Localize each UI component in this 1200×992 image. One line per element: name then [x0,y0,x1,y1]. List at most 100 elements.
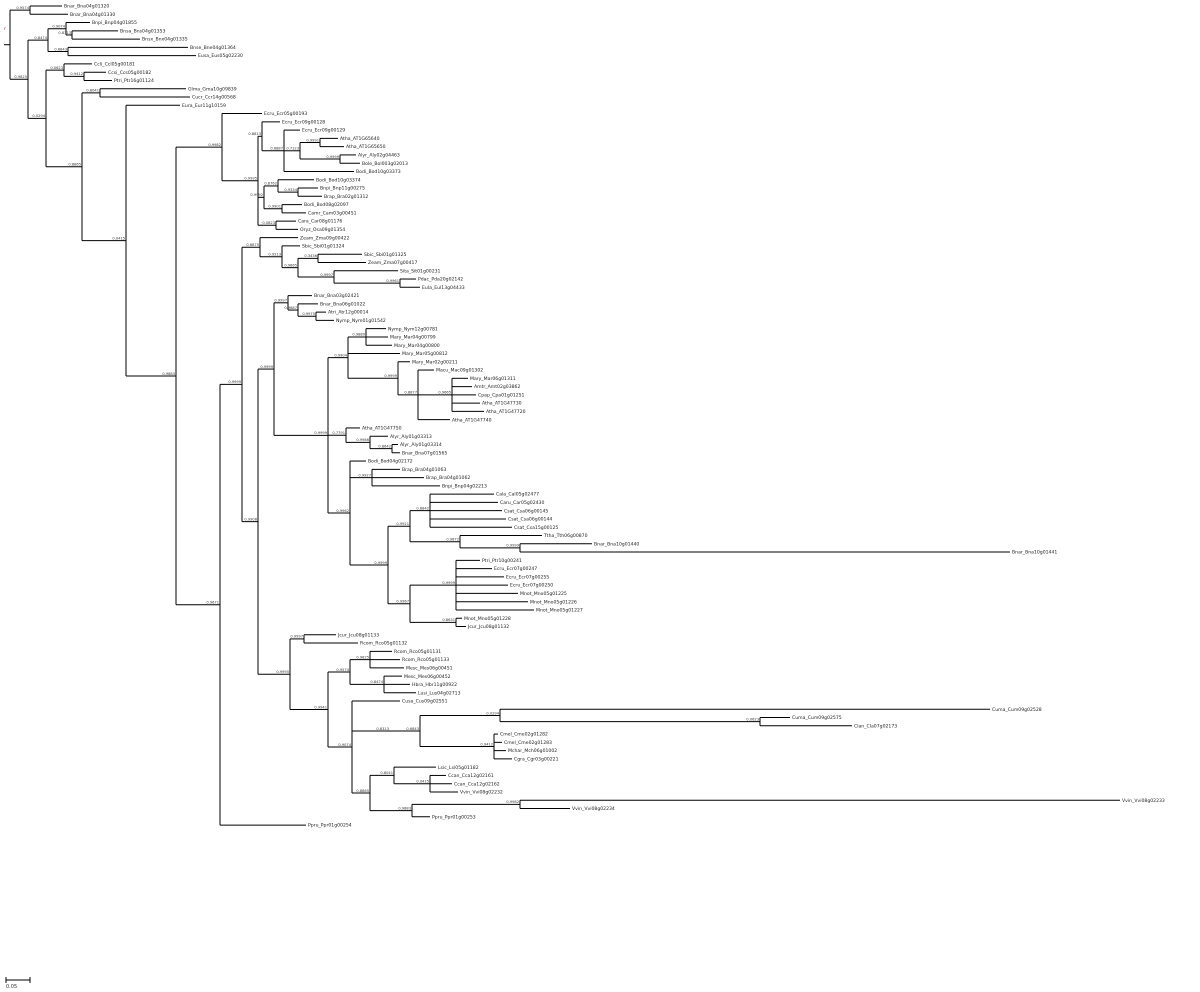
support-value: 0.9412 [70,72,83,76]
support-value: 0.9962 [336,509,349,513]
support-value: 0.9412 [480,742,493,746]
support-value: 0.8842 [416,506,429,510]
support-value: 0.9825 [14,75,27,79]
leaf-label: Bole_Bol003g02013 [362,161,408,167]
leaf-label: Nymp_Nym12g00781 [388,326,438,332]
support-value: 0.9901 [268,205,281,209]
support-value: 0.9883 [162,372,175,376]
leaf-label: Bnar_Bna06g01022 [320,301,365,307]
leaf-label: Ecru_Ecr09g00128 [282,119,325,125]
support-value: 0.9997 [274,299,287,303]
leaf-label: Bodi_Bod10g03373 [356,169,401,175]
support-value: 0.9995 [244,177,257,181]
leaf-label: Hbra_Hbr11g00922 [412,682,457,688]
leaf-label: Eula_Eul13g04433 [422,285,465,291]
leaf-label: Vvin_Vvi08g02232 [460,790,503,796]
support-value: 0.9986 [356,438,369,442]
support-value: 0.9982 [506,800,519,804]
leaf-label: Mary_Mar04g00799 [390,335,436,341]
leaf-label: Atha_AT1G65640 [340,136,380,142]
support-value: 0.9213 [268,253,281,257]
leaf-label: Bodi_Bod10g03374 [316,177,361,183]
leaf-label: Bodi_Bod08g02097 [304,202,349,208]
support-value: 0.9961 [386,279,399,283]
support-value: 0.9992 [250,193,263,197]
support-value: 0.9995 [276,670,289,674]
support-value: 0.8041 [380,771,393,775]
leaf-label: Cucr_Ccr14g00568 [192,95,236,101]
support-value: 0.0415 [416,780,429,784]
leaf-label: Ccan_Cca12g02162 [454,781,500,787]
support-value: 0.7123 [286,147,299,151]
support-value: 0.9574 [336,668,349,672]
support-value: 0.8474 [34,36,47,40]
leaf-label: Ppru_Ppr01g00253 [432,814,476,820]
leaf-label: Atha_AT1G65650 [346,144,386,150]
support-value: 0.9999 [260,365,273,369]
leaf-label: Ecru_Ecr09g00129 [302,128,345,134]
support-value: 0.9999 [314,431,327,435]
leaf-label: Ccli_Ccl05g00181 [94,62,135,68]
leaf-label: Mnot_Mno05g01228 [464,616,511,622]
leaf-label: Bnar_Bna04g01320 [64,4,109,10]
leaf-label: Sbic_Sbi01g01325 [364,252,406,258]
support-value: 0.9908 [244,517,257,521]
scale-bar: 0.05 [5,977,31,990]
leaf-label: Amtr_Amt02g03862 [474,384,520,390]
support-value: 0.8041 [86,89,99,93]
leaf-label: Bnse_Bne04g01364 [190,45,236,51]
leaf-label: Mary_Mar06g01311 [470,376,516,382]
support-value: 0.9921 [396,522,409,526]
support-value: 0.9999 [374,561,387,565]
leaf-label: Camr_Cam03g00451 [308,210,357,216]
leaf-label: Caru_Car05g02430 [500,500,544,506]
leaf-label: Pdac_Pda20g02142 [418,277,463,283]
leaf-label: Atha_AT1G47740 [452,417,492,423]
leaf-label: Ppru_Ppr01g00254 [308,823,352,829]
leaf-label: Lsic_Lsi05g01182 [438,765,479,771]
leaf-label: Bnsa_Bns04g01353 [120,28,165,34]
leaf-label: Mary_Mar04g00800 [394,343,440,349]
leaf-label: Bnsx_Bnx04g01335 [142,37,188,43]
support-value: 0.8642 [378,444,391,448]
support-value: 0.9904 [334,353,347,357]
leaf-label: Brap_Bra04g01063 [402,467,446,473]
leaf-label: Eura_Eur11g10159 [182,103,226,109]
leaf-label: Rcom_Rco05g01131 [394,649,441,655]
leaf-label: Mnot_Mno05g01227 [536,608,583,614]
leaf-label: Bnar_Bna04g01330 [70,12,115,18]
leaf-label: Vvin_Vvi08g02233 [1122,798,1165,804]
support-value: 0.3436 [304,254,317,258]
leaf-label: Csat_Csa15g00125 [514,525,558,531]
leaf-label: Rcom_Rco05g01133 [402,657,449,663]
leaf-label: Atha_AT1G47750 [362,426,402,432]
leaf-label: Mary_Mar05g00812 [402,351,448,357]
support-value: 0.8865 [68,163,81,167]
support-value: 0.0623 [746,717,759,721]
scale-bar-label: 0.05 [6,984,17,990]
leaf-label: Mesc_Mes06g00451 [406,665,453,671]
leaf-label: Atha_AT1G47720 [486,409,526,415]
support-value: 0.9999 [384,374,397,378]
support-value: 0.0823 [262,221,275,225]
leaf-label: Ttha_Tth06g00870 [543,533,588,539]
support-value: 0.9665 [438,391,451,395]
support-value: 0.6887 [270,147,283,151]
tree-leaf-labels: Bnar_Bna04g01320Bnar_Bna04g01330Bnpi_Bnp… [64,4,1165,829]
leaf-label: Atri_Atr12g00014 [328,310,369,316]
tree-support-values: 0.95740.98250.84740.90740.83130.68430.02… [14,6,759,810]
support-value: 0.6843 [406,727,419,731]
leaf-label: Bnpi_Bnp04g02213 [442,483,487,489]
support-value: 0.9982 [208,143,221,147]
support-value: 0.9967 [396,600,409,604]
leaf-label: Ptri_Ptr10g00241 [482,558,522,564]
leaf-label: Jcur_Jcu08g01133 [337,632,379,638]
support-value: 0.9941 [314,705,327,709]
leaf-label: Zeam_Zma09g00422 [300,235,349,241]
leaf-label: Sbic_Sbi01g01324 [302,244,344,250]
leaf-label: Cala_Cal05g02477 [496,492,539,498]
leaf-label: Ecru_Ecr05g00193 [264,111,307,117]
leaf-label: Alyr_Aly02g04463 [358,153,400,159]
leaf-label: Bodi_Bod04g02172 [368,459,413,465]
